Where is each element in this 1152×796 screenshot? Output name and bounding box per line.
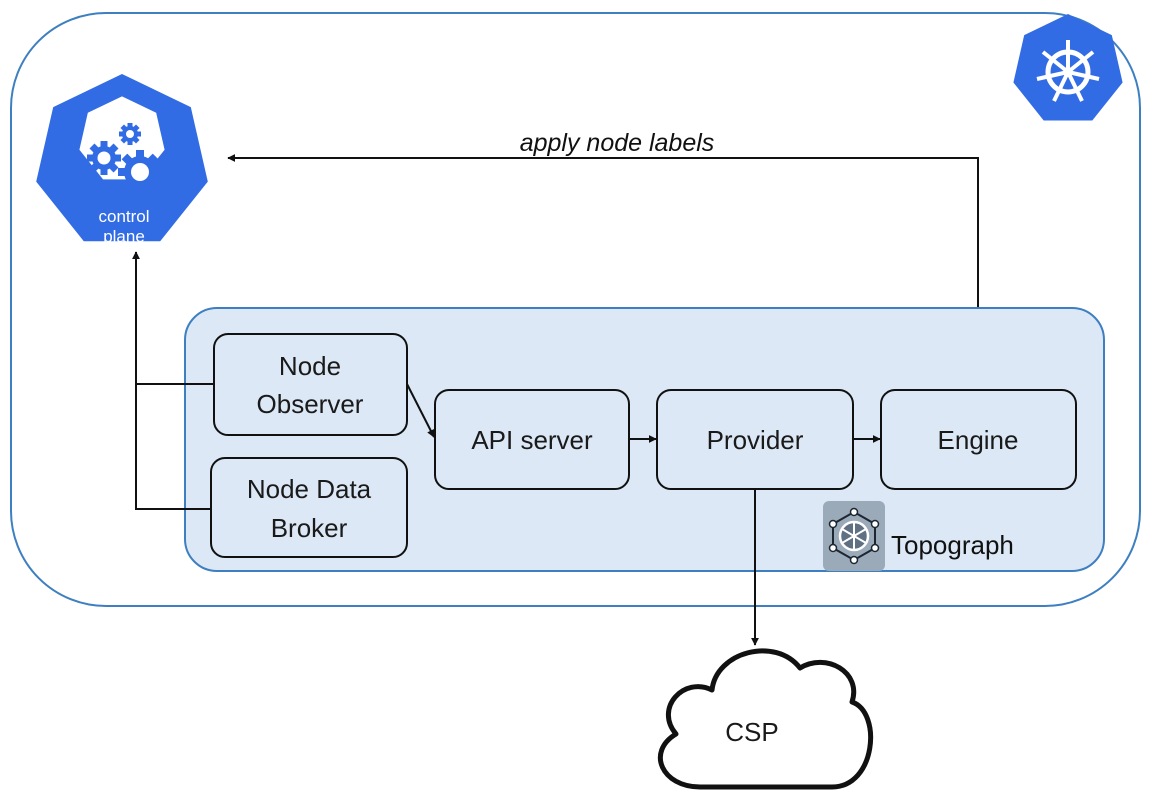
control-plane-label-line2: plane — [103, 227, 145, 246]
provider-box: Provider — [656, 389, 854, 490]
node-data-broker-label-line1: Node Data — [247, 474, 372, 504]
node-data-broker-box: Node Data Broker — [210, 457, 408, 558]
control-plane-logo: control plane — [36, 74, 208, 246]
topograph-logo-icon — [823, 501, 885, 571]
engine-label: Engine — [938, 425, 1019, 455]
node-observer-label-line2: Observer — [257, 389, 364, 419]
edge-node-data-broker-to-control-plane — [132, 251, 214, 510]
node-observer-box: Node Observer — [213, 333, 408, 436]
edge-node-observer-to-api-server — [406, 383, 435, 438]
api-server-label: API server — [471, 425, 593, 455]
engine-box: Engine — [880, 389, 1077, 490]
topograph-label: Topograph — [891, 530, 1014, 560]
edge-label-apply-node-labels: apply node labels — [520, 129, 715, 157]
helm-wheel-icon — [1036, 40, 1100, 102]
cloud-icon — [657, 648, 874, 790]
api-server-box: API server — [434, 389, 630, 490]
csp-label: CSP — [725, 717, 778, 747]
node-observer-label-line1: Node — [279, 351, 341, 381]
csp-cloud: CSP — [657, 648, 874, 790]
kubernetes-logo — [1013, 14, 1123, 121]
gears-icon — [87, 123, 162, 194]
node-data-broker-label-line2: Broker — [271, 513, 348, 543]
control-plane-label-line1: control — [98, 207, 149, 226]
provider-label: Provider — [707, 425, 804, 455]
